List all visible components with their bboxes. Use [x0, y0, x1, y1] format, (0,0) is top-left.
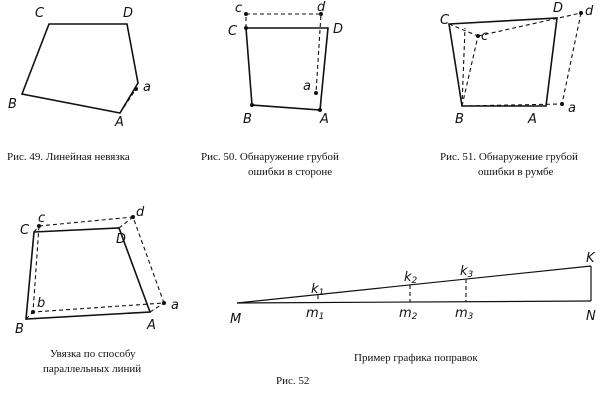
label-D: D — [123, 6, 133, 21]
caption-fig52: Рис. 52 — [276, 375, 309, 387]
caption-fig51-line2: ошибки в румбе — [478, 166, 554, 178]
caption-fig50-line2: ошибки в стороне — [248, 166, 332, 178]
rotated-side-2 — [461, 35, 479, 107]
traverse-polygon — [448, 17, 558, 107]
label-a: a — [303, 79, 311, 94]
closing-error-line — [119, 88, 137, 114]
figure-52-corrections-graph: M N K k1 k2 k3 m1 m2 m3 Пример графика п… — [230, 251, 596, 364]
rotated-side-6 — [461, 27, 466, 107]
point-d — [579, 11, 583, 15]
point-A — [318, 108, 322, 112]
label-A: A — [319, 112, 329, 127]
label-B: B — [243, 112, 252, 127]
label-N: N — [586, 309, 596, 324]
label-a: a — [143, 80, 151, 95]
rotated-side-4 — [461, 103, 563, 107]
label-K: K — [586, 251, 596, 266]
label-A: A — [146, 318, 156, 333]
shifted-traverse — [245, 13, 322, 94]
label-D: D — [116, 232, 126, 247]
point-a — [162, 301, 166, 305]
label-c: c — [38, 211, 45, 226]
point-C — [244, 26, 248, 30]
correction-C — [33, 225, 40, 233]
label-B: B — [455, 112, 464, 127]
label-d: d — [317, 0, 326, 15]
point-c — [476, 34, 480, 38]
label-k3: k3 — [460, 264, 474, 280]
figure-52-parallel-lines: C c d D a b B A Увязка по способу паралл… — [15, 205, 179, 375]
caption-fig49: Рис. 49. Линейная невязка — [7, 151, 130, 163]
correction-D — [118, 216, 134, 229]
point-c — [37, 224, 41, 228]
label-A: A — [114, 115, 124, 130]
rotated-side-3 — [477, 12, 582, 37]
label-M: M — [230, 312, 241, 327]
label-m1: m1 — [306, 306, 324, 322]
point-c — [244, 12, 248, 16]
traverse-polygon — [245, 27, 329, 111]
label-d: d — [136, 205, 145, 220]
caption-fig51-line1: Рис. 51. Обнаружение грубой — [440, 151, 578, 163]
label-B: B — [15, 322, 24, 337]
label-C: C — [440, 13, 450, 28]
point-a — [314, 91, 318, 95]
base-line-MN — [236, 300, 592, 304]
label-k2: k2 — [404, 270, 418, 286]
caption-fig52a-line1: Увязка по способу — [50, 348, 136, 360]
caption-fig52a-line2: параллельных линий — [43, 363, 141, 375]
label-c: c — [481, 29, 488, 44]
label-a: a — [171, 298, 179, 313]
figure-50: c d C D a B A Рис. 50. Обнаружение грубо… — [201, 0, 343, 178]
point-a — [560, 102, 564, 106]
figure-49: C D B A a Рис. 49. Линейная невязка — [7, 6, 151, 163]
point-d — [131, 215, 135, 219]
label-C: C — [20, 223, 30, 238]
rotated-side-1 — [448, 23, 479, 37]
figure-51: C D d c B A a Рис. 51. Обнаружение грубо… — [440, 1, 594, 178]
label-m3: m3 — [455, 306, 474, 322]
correction-A — [149, 302, 165, 313]
label-C: C — [228, 24, 238, 39]
caption-fig50-line1: Рис. 50. Обнаружение грубой — [201, 151, 339, 163]
label-b: b — [37, 296, 45, 311]
hypotenuse-MK — [236, 265, 592, 304]
label-d: d — [585, 4, 594, 19]
label-c: c — [235, 1, 242, 16]
label-D: D — [553, 1, 563, 16]
rotated-side-5 — [561, 12, 582, 105]
point-d — [319, 12, 323, 16]
label-D: D — [333, 22, 343, 37]
label-C: C — [35, 6, 45, 21]
label-k1: k1 — [311, 282, 324, 298]
point-a — [134, 87, 138, 91]
point-b — [31, 310, 35, 314]
label-a: a — [568, 101, 576, 116]
caption-fig52b: Пример графика поправок — [354, 352, 478, 364]
label-B: B — [8, 97, 17, 112]
point-B — [250, 103, 254, 107]
label-m2: m2 — [399, 306, 418, 322]
label-A: A — [527, 112, 537, 127]
traverse-polygon — [20, 23, 139, 114]
